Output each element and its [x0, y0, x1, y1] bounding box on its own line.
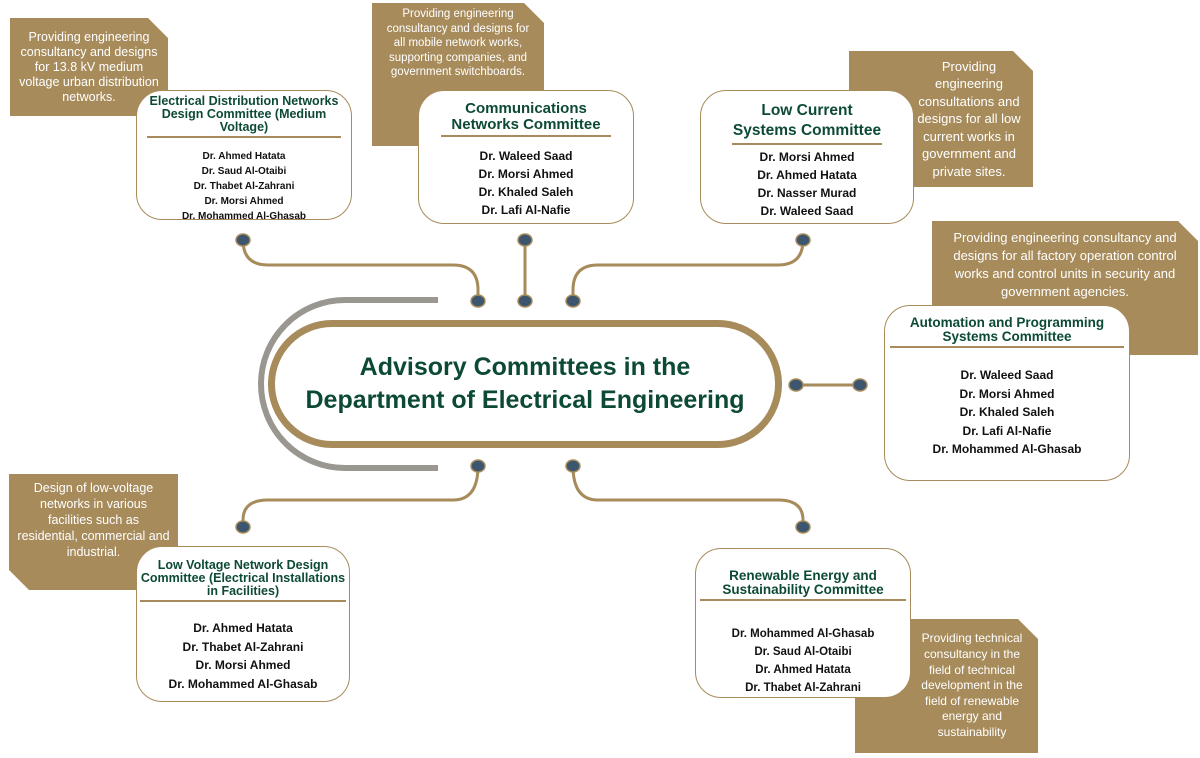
- member-list: Dr. Mohammed Al-Ghasab Dr. Saud Al-Otaib…: [696, 625, 910, 697]
- member-name: Dr. Morsi Ahmed: [959, 386, 1055, 401]
- description-text: Providing technical consultancy in the f…: [921, 631, 1023, 739]
- member-list: Dr. Waleed Saad Dr. Morsi Ahmed Dr. Khal…: [419, 147, 633, 219]
- member-name: Dr. Waleed Saad: [960, 368, 1054, 382]
- gray-arc: [258, 297, 438, 471]
- committee-card-distribution: Electrical Distribution Networks Design …: [136, 90, 352, 222]
- member-name: Dr. Waleed Saad: [479, 149, 573, 163]
- connector-dot: [235, 233, 251, 247]
- member-name: Dr. Mohammed Al-Ghasab: [181, 211, 307, 222]
- connector-distribution: [241, 239, 480, 301]
- connector-dot: [565, 459, 581, 473]
- description-text: Providing engineering consultancy and de…: [953, 230, 1177, 299]
- committee-title: Low Voltage Network Design Committee (El…: [137, 558, 349, 603]
- member-name: Dr. Nasser Murad: [757, 186, 857, 200]
- member-name: Dr. Waleed Saad: [760, 204, 854, 218]
- member-name: Dr. Morsi Ahmed: [204, 196, 284, 207]
- connector-dot: [795, 520, 811, 534]
- description-text: Providing engineering consultancy and de…: [19, 29, 159, 104]
- connector-dot: [795, 233, 811, 247]
- main-title: Advisory Committees in the Department of…: [268, 320, 782, 448]
- committee-card-communications: Communications Networks Committee Dr. Wa…: [418, 90, 634, 224]
- member-name: Dr. Thabet Al-Zahrani: [745, 682, 861, 694]
- member-name: Dr. Thabet Al-Zahrani: [182, 639, 304, 654]
- committee-title: Low Current Systems Committee: [701, 101, 913, 145]
- member-name: Dr. Thabet Al-Zahrani: [193, 181, 295, 192]
- member-name: Dr. Mohammed Al-Ghasab: [731, 628, 875, 640]
- member-list: Dr. Morsi Ahmed Dr. Ahmed Hatata Dr. Nas…: [701, 148, 913, 220]
- description-text: Providing engineering consultations and …: [917, 58, 1021, 179]
- committee-card-automation: Automation and Programming Systems Commi…: [884, 305, 1130, 481]
- connector-dot: [235, 520, 251, 534]
- member-name: Dr. Lafi Al-Nafie: [481, 203, 571, 217]
- connector-low-voltage: [241, 465, 480, 527]
- member-name: Dr. Ahmed Hatata: [193, 621, 293, 635]
- member-name: Dr. Morsi Ahmed: [759, 150, 855, 164]
- member-name: Dr. Lafi Al-Nafie: [962, 423, 1052, 438]
- member-name: Dr. Mohammed Al-Ghasab: [932, 442, 1082, 456]
- member-name: Dr. Morsi Ahmed: [195, 658, 291, 672]
- connector-dot: [565, 294, 581, 308]
- committee-title: Renewable Energy and Sustainability Comm…: [696, 568, 910, 602]
- member-name: Dr. Ahmed Hatata: [757, 168, 857, 182]
- member-list: Dr. Waleed Saad Dr. Morsi Ahmed Dr. Khal…: [885, 366, 1129, 459]
- member-name: Dr. Khaled Saleh: [478, 185, 574, 199]
- member-name: Dr. Saud Al-Otaibi: [754, 646, 852, 658]
- member-name: Dr. Morsi Ahmed: [478, 167, 574, 181]
- description-text: Providing engineering consultancy and de…: [386, 8, 530, 78]
- member-list: Dr. Ahmed Hatata Dr. Thabet Al-Zahrani D…: [137, 619, 349, 693]
- connector-dot: [517, 294, 533, 308]
- member-name: Dr. Ahmed Hatata: [755, 664, 851, 676]
- committee-card-renewable: Renewable Energy and Sustainability Comm…: [695, 548, 911, 698]
- member-name: Dr. Mohammed Al-Ghasab: [168, 676, 318, 691]
- committee-card-low-voltage: Low Voltage Network Design Committee (El…: [136, 546, 350, 702]
- connector-dot: [470, 294, 486, 308]
- main-title-text: Advisory Committees in the Department of…: [305, 353, 745, 414]
- connector-renewable: [571, 465, 805, 527]
- committee-card-low-current: Low Current Systems Committee Dr. Morsi …: [700, 90, 914, 224]
- connector-dot: [852, 378, 868, 392]
- member-name: Dr. Saud Al-Otaibi: [201, 166, 287, 177]
- committee-title: Electrical Distribution Networks Design …: [137, 94, 351, 139]
- member-list: Dr. Ahmed Hatata Dr. Saud Al-Otaibi Dr. …: [137, 149, 351, 224]
- connector-dot: [517, 233, 533, 247]
- member-name: Dr. Khaled Saleh: [959, 405, 1055, 419]
- connector-dot: [470, 459, 486, 473]
- connector-dot: [788, 378, 804, 392]
- member-name: Dr. Ahmed Hatata: [202, 151, 286, 162]
- description-text: Design of low-voltage networks in variou…: [17, 481, 170, 559]
- committee-title: Communications Networks Committee: [419, 101, 633, 137]
- committee-title: Automation and Programming Systems Commi…: [885, 315, 1129, 349]
- connector-low-current: [571, 239, 805, 301]
